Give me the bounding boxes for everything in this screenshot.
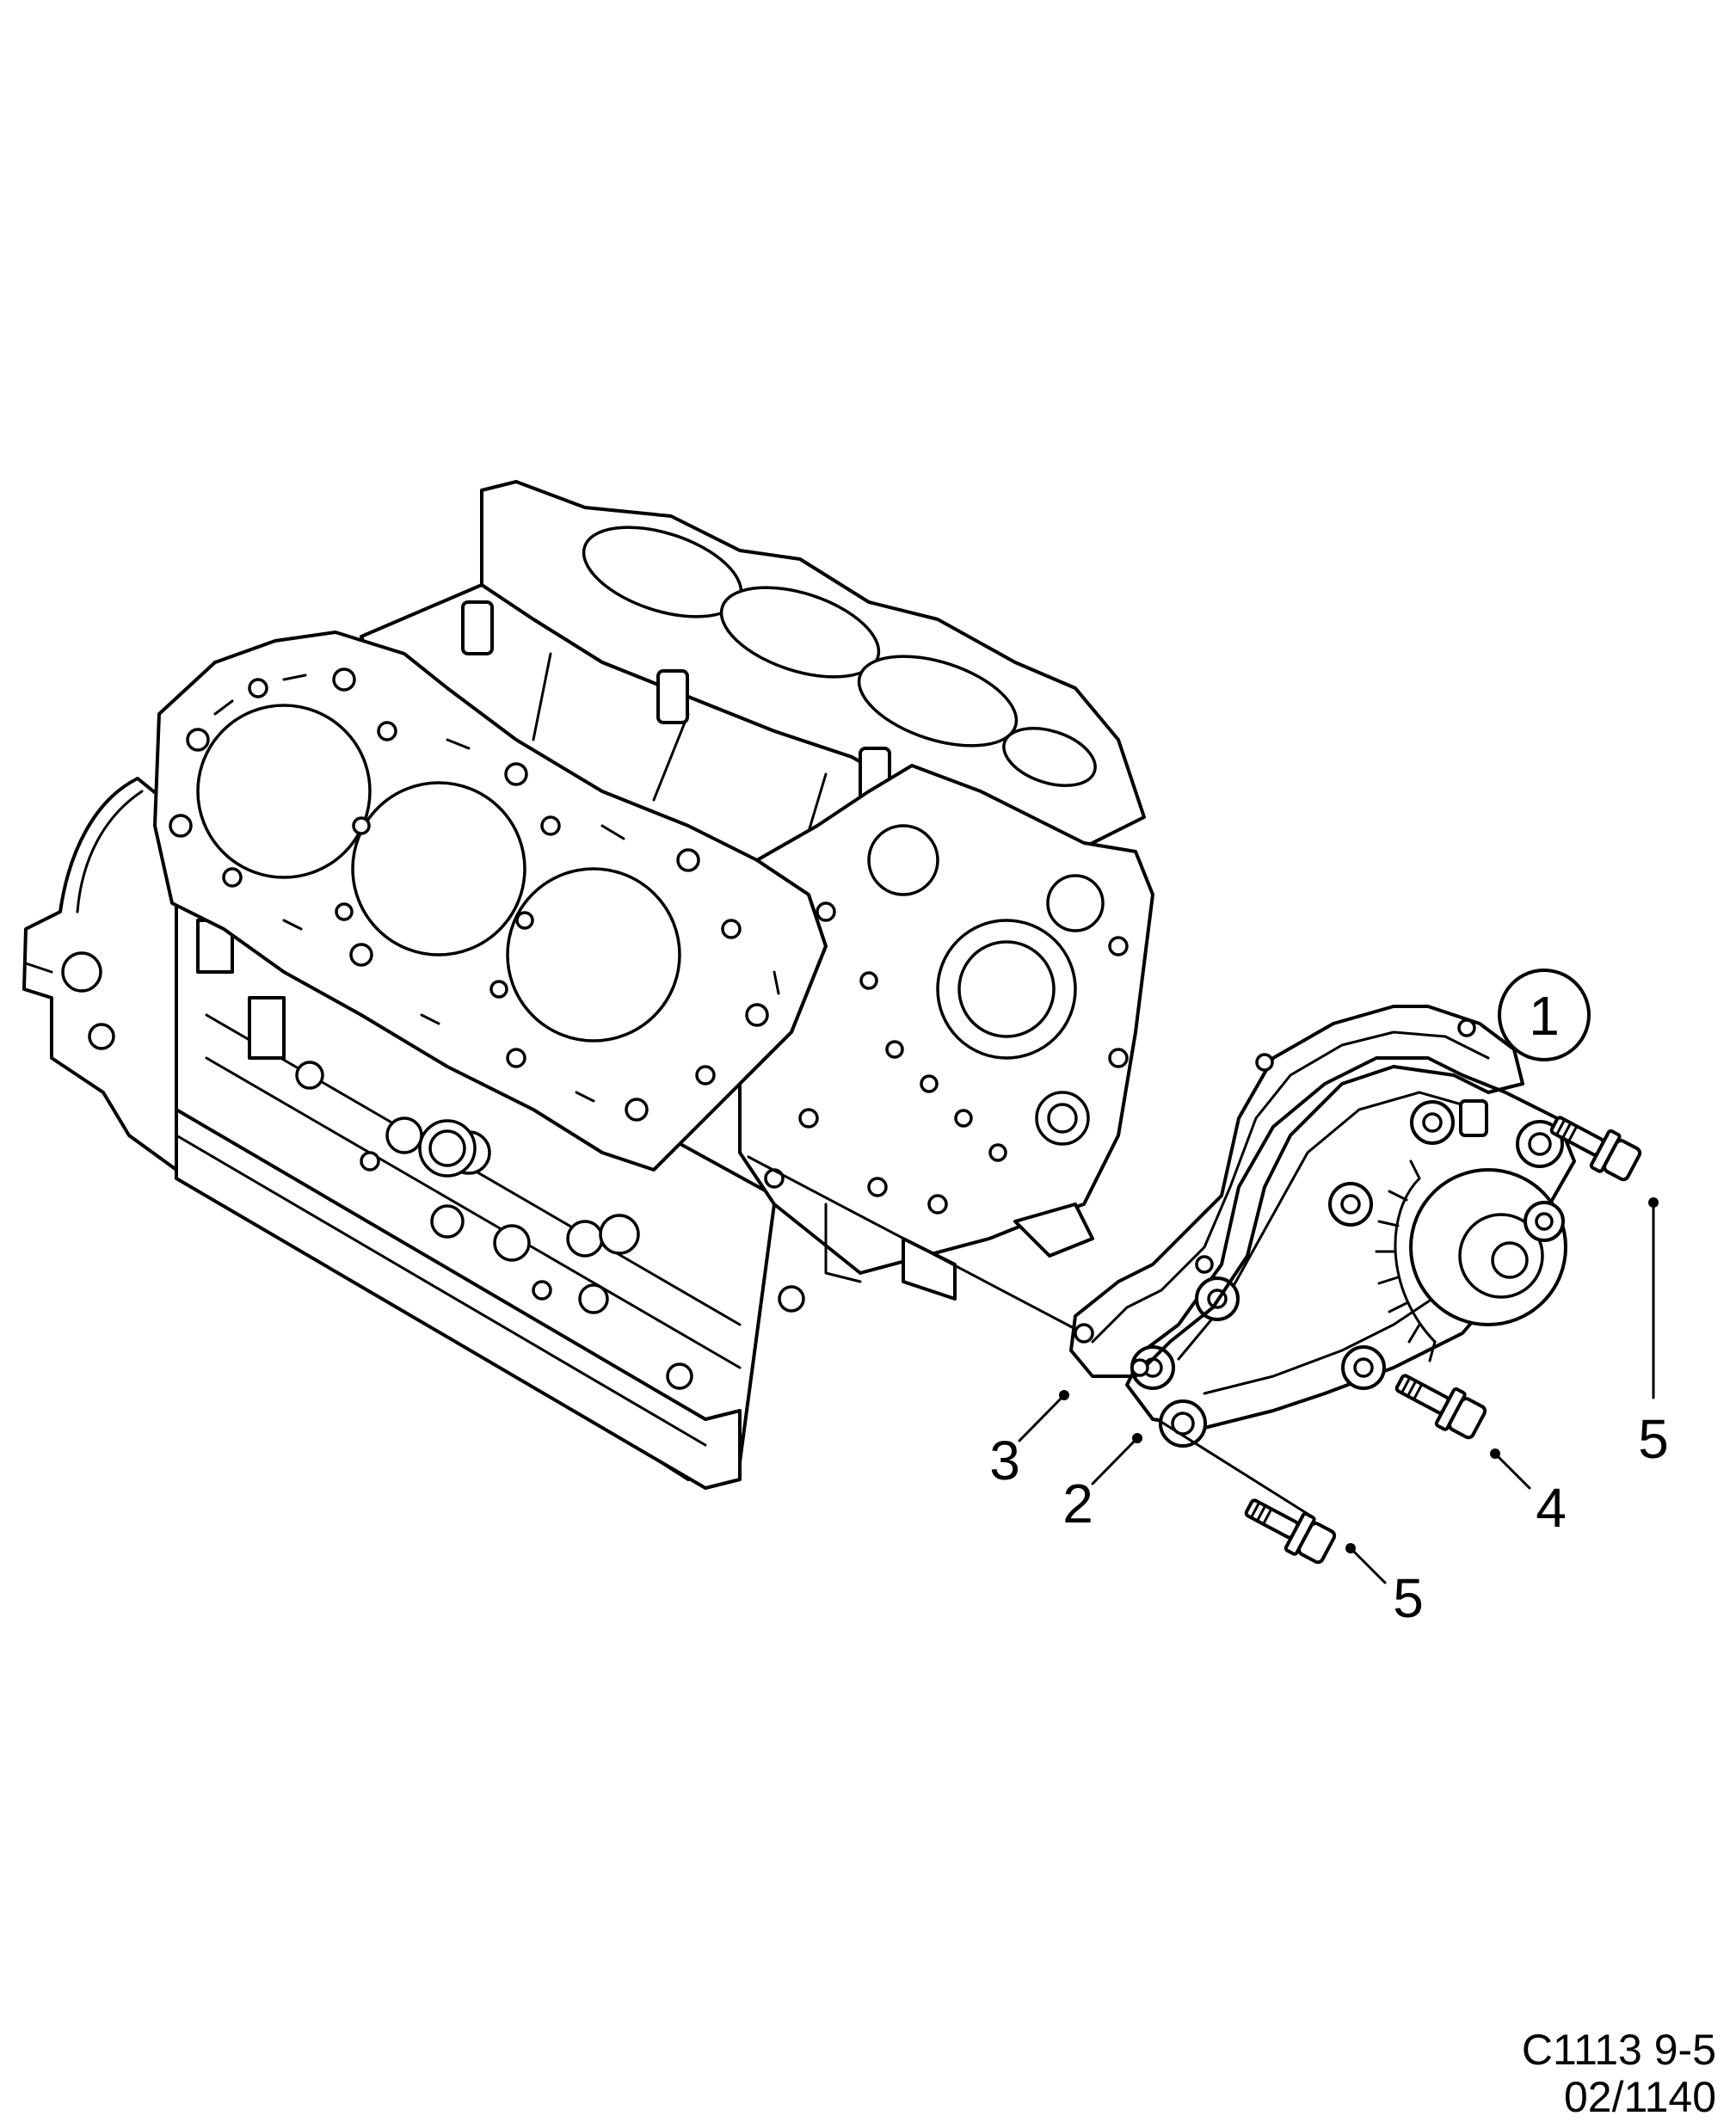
alignment-line: [747, 1155, 1309, 1516]
bolt-middle: [1394, 1374, 1487, 1440]
water-pump: [1125, 1056, 1576, 1448]
cylinder-bore-1: [196, 704, 372, 879]
drawing-code-line1: C1113 9-5: [1522, 2026, 1716, 2074]
bolt-upper-right: [1549, 1116, 1642, 1182]
cylinder-bore-3: [506, 867, 681, 1043]
callout-1-label: 1: [1529, 985, 1560, 1047]
callout-5-lower: 5: [1345, 1543, 1424, 1629]
callout-2: 2: [1062, 1433, 1142, 1535]
block-rear-housing: [22, 777, 187, 1172]
callout-3: 3: [989, 1390, 1069, 1492]
callout-2-label: 2: [1062, 1473, 1093, 1535]
gasket: [1069, 1005, 1524, 1378]
drawing-code-line2: 02/1140: [1564, 2073, 1716, 2121]
cylinder-block: [22, 480, 1154, 1490]
pump-drive-gear: [1375, 1159, 1437, 1362]
callout-5-right: 5: [1638, 1197, 1669, 1470]
callout-4: 4: [1490, 1448, 1567, 1539]
callout-1: 1: [1498, 969, 1591, 1061]
callout-3-label: 3: [989, 1430, 1020, 1492]
callout-5-lower-label: 5: [1393, 1567, 1424, 1629]
callout-4-label: 4: [1536, 1477, 1567, 1539]
gasket-outline: [1069, 1005, 1524, 1378]
bolt-lower: [1244, 1498, 1337, 1565]
cylinder-bore-2: [351, 781, 526, 956]
callout-5-right-label: 5: [1638, 1408, 1669, 1470]
